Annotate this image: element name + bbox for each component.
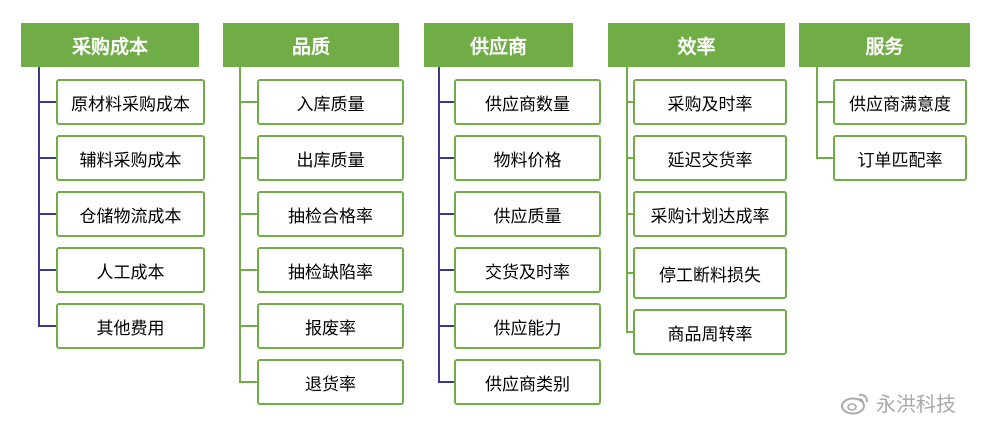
connector-branch: [438, 213, 454, 215]
connector-line: [38, 67, 40, 327]
connector-line: [239, 67, 241, 383]
metric-box: 延迟交货率: [633, 135, 787, 181]
watermark: 永洪科技: [840, 388, 956, 417]
connector-branch: [239, 157, 257, 159]
connector-branch: [816, 101, 833, 103]
metric-box: 辅料采购成本: [56, 135, 205, 181]
metric-box: 仓储物流成本: [56, 191, 205, 237]
metric-box: 报废率: [257, 303, 404, 349]
metric-box: 供应商类别: [454, 359, 601, 405]
metric-box: 原材料采购成本: [56, 79, 205, 125]
metric-box: 入库质量: [257, 79, 404, 125]
connector-branch: [239, 101, 257, 103]
connector-branch: [38, 157, 56, 159]
weibo-icon: [840, 391, 870, 415]
metric-box: 供应商数量: [454, 79, 601, 125]
metric-box: 退货率: [257, 359, 404, 405]
metric-box: 供应商满意度: [833, 79, 967, 125]
category-header: 供应商: [424, 23, 573, 67]
connector-branch: [38, 101, 56, 103]
metric-box: 抽检缺陷率: [257, 247, 404, 293]
metric-box: 交货及时率: [454, 247, 601, 293]
watermark-text: 永洪科技: [876, 392, 956, 416]
connector-branch: [816, 157, 833, 159]
metric-box: 供应能力: [454, 303, 601, 349]
category-header: 采购成本: [21, 23, 199, 67]
connector-line: [438, 67, 440, 383]
connector-branch: [626, 157, 633, 159]
connector-branch: [626, 272, 633, 274]
connector-branch: [38, 269, 56, 271]
metric-box: 采购计划达成率: [633, 191, 787, 237]
connector-branch: [239, 269, 257, 271]
connector-branch: [438, 325, 454, 327]
connector-branch: [438, 269, 454, 271]
category-header: 效率: [608, 23, 785, 67]
metric-box: 采购及时率: [633, 79, 787, 125]
metric-box: 物料价格: [454, 135, 601, 181]
category-header: 品质: [223, 23, 399, 67]
metric-box: 订单匹配率: [833, 135, 967, 181]
category-header: 服务: [799, 23, 970, 67]
metric-box: 人工成本: [56, 247, 205, 293]
connector-branch: [626, 213, 633, 215]
connector-branch: [626, 331, 633, 333]
connector-branch: [438, 157, 454, 159]
connector-branch: [38, 325, 56, 327]
connector-line: [626, 67, 628, 333]
connector-branch: [239, 325, 257, 327]
connector-line: [816, 67, 818, 159]
connector-branch: [626, 101, 633, 103]
metric-box: 商品周转率: [633, 309, 787, 355]
metric-box: 抽检合格率: [257, 191, 404, 237]
connector-branch: [438, 381, 454, 383]
connector-branch: [239, 381, 257, 383]
metric-box: 停工断料损失: [633, 247, 787, 299]
metric-box: 供应质量: [454, 191, 601, 237]
connector-branch: [38, 213, 56, 215]
connector-branch: [239, 213, 257, 215]
connector-branch: [438, 101, 454, 103]
metric-box: 其他费用: [56, 303, 205, 349]
metric-box: 出库质量: [257, 135, 404, 181]
